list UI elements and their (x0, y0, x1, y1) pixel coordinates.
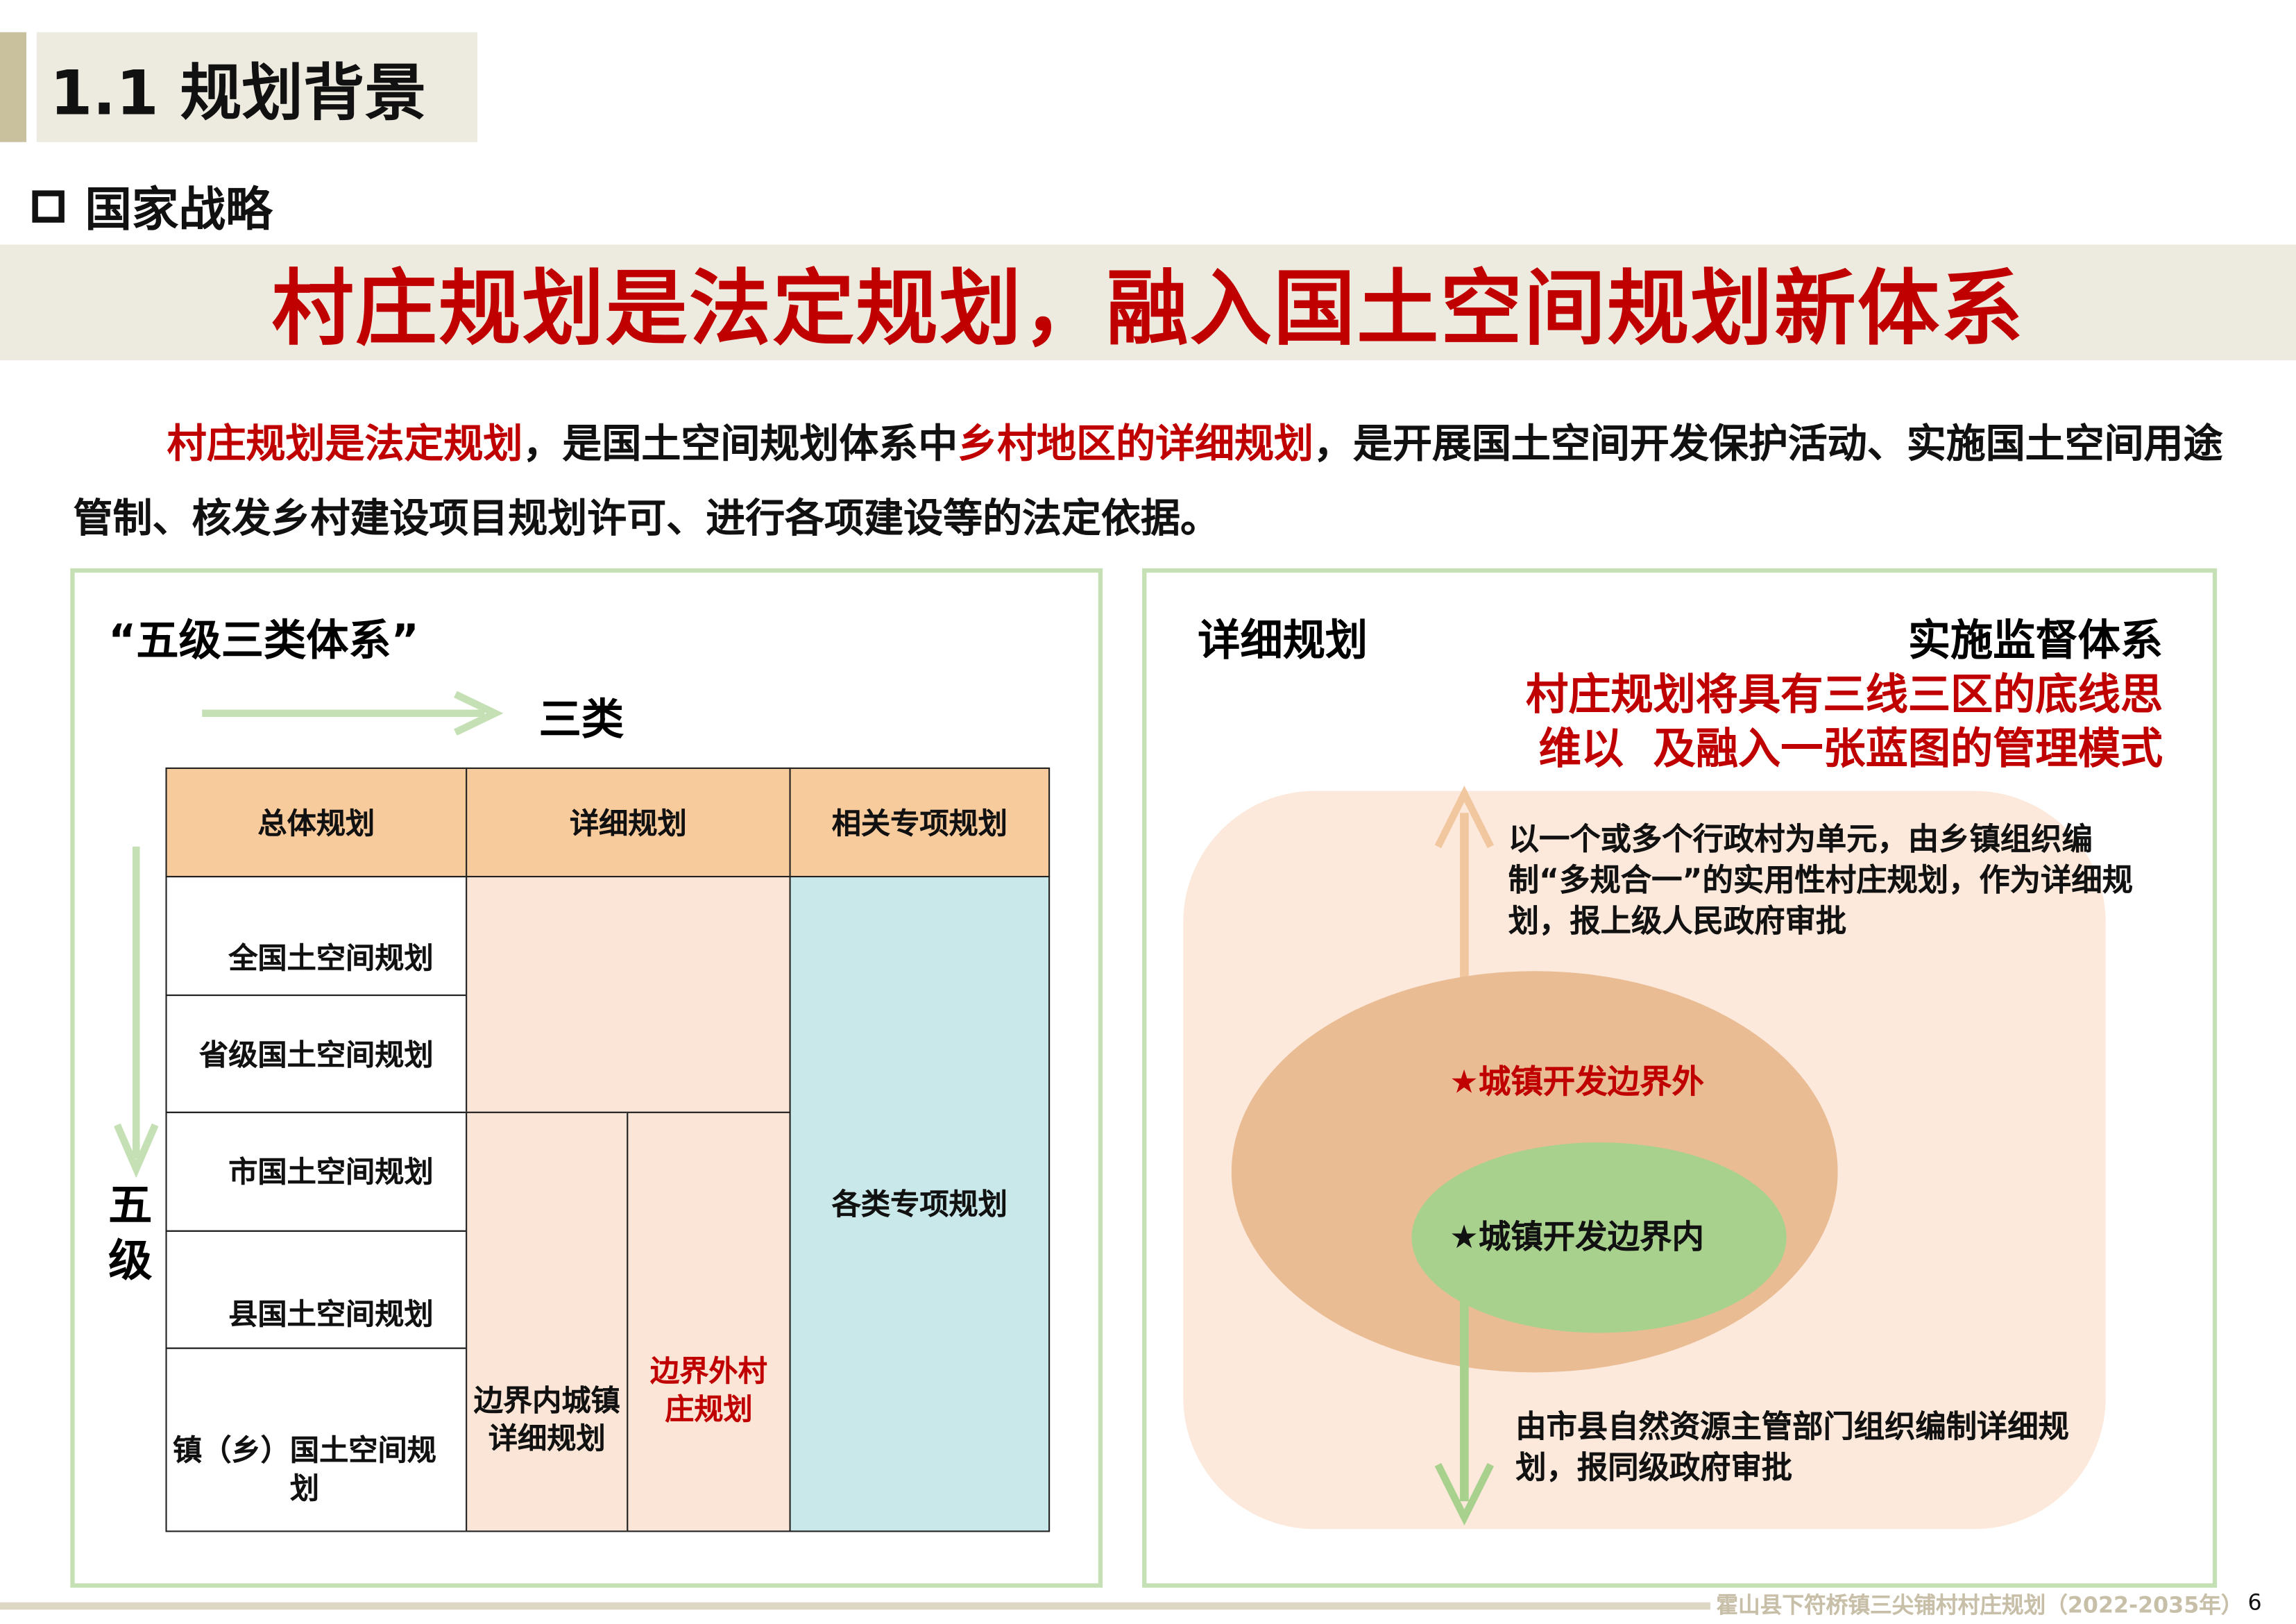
intro-red-1: 村庄规划是法定规划 (167, 421, 523, 468)
level-cell: 省级国土空间规划 (165, 994, 468, 1113)
five-levels-panel (70, 568, 1103, 1588)
section-label: 国家战略 (85, 181, 273, 237)
page-title: 1.1 规划背景 (49, 57, 427, 129)
intro-red-2: 乡村地区的详细规划 (958, 421, 1314, 468)
title-box (36, 32, 477, 142)
detail-planning-panel (1142, 568, 2218, 1588)
title-accent-bar (0, 32, 26, 142)
column-header: 详细规划 (466, 767, 791, 878)
column-header: 总体规划 (165, 767, 468, 878)
arrow-right-icon (202, 691, 504, 736)
intro-text-1: ，是国土空间规划体系中 (522, 421, 958, 468)
section-heading: 国家战略 (32, 173, 273, 240)
detail-inside-cell: 边界内城镇详细规划 (466, 1111, 629, 1532)
intro-paragraph: 村庄规划是法定规划，是国土空间规划体系中乡村地区的详细规划，是开展国土空间开发保… (74, 407, 2226, 557)
five-levels-label: 五级 (108, 1180, 153, 1288)
lower-note: 由市县自然资源主管部门组织编制详细规划，报同级政府审批 (1515, 1409, 2069, 1485)
arrow-down-icon (114, 846, 158, 1178)
inner-boundary-ellipse (1411, 1142, 1787, 1333)
headline-banner: 村庄规划是法定规划，融入国土空间规划新体系 (0, 244, 2296, 361)
headline: 村庄规划是法定规划，融入国土空间规划新体系 (271, 260, 2025, 357)
upper-note: 以一个或多个行政村为单元，由乡镇组织编制“多规合一”的实用性村庄规划，作为详细规… (1508, 821, 2134, 939)
detail-planning-title: 详细规划 (1198, 615, 1368, 666)
intro-text-2: ，是开展国土空间开发保护活动、实施国土空间用途管制、核发乡村建设项目规划许可、进… (73, 421, 2223, 542)
red-note-line2: 维以 及融入一张蓝图的管理模式 (1538, 723, 2163, 774)
panel-title: “五级三类体系” (108, 615, 419, 666)
detail-upper-cell (466, 876, 791, 1113)
level-cell: 镇（乡）国土空间规划 (165, 1347, 468, 1532)
supervision-title: 实施监督体系 (1907, 615, 2163, 666)
three-types-label: 三类 (538, 694, 624, 745)
red-note-line1: 村庄规划将具有三线三区的底线思 (1526, 669, 2163, 720)
footer-text: 霍山县下符桥镇三尖铺村村庄规划（2022-2035年） (1716, 1592, 2243, 1618)
special-planning-cell: 各类专项规划 (789, 876, 1051, 1532)
footer-rule (0, 1602, 1710, 1610)
page-number: 6 (2247, 1589, 2262, 1616)
square-bullet-icon (32, 190, 65, 223)
inner-boundary-label: ★城镇开发边界内 (1449, 1219, 1704, 1257)
outer-boundary-label: ★城镇开发边界外 (1449, 1065, 1704, 1102)
detail-outside-cell: 边界外村庄规划 (627, 1111, 791, 1532)
